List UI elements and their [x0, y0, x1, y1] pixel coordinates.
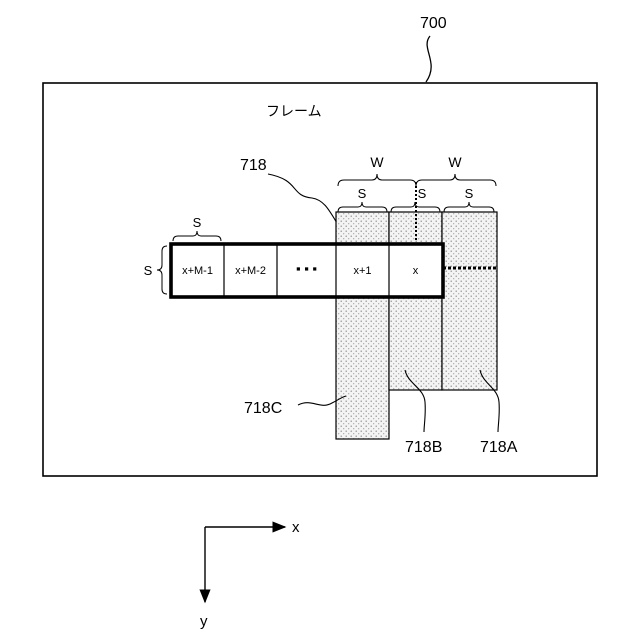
column-ref-label: 718B: [405, 439, 442, 456]
cell-label: x+1: [353, 265, 371, 277]
cell-label: x: [413, 265, 419, 277]
cell-label: x+M-2: [235, 265, 266, 277]
column-ref-label: 718A: [480, 439, 518, 456]
cell-ellipsis: ▪ ▪ ▪: [296, 261, 317, 276]
s-label: S: [144, 263, 153, 278]
cell-label: x+M-1: [182, 265, 213, 277]
s-label: S: [465, 186, 474, 201]
column-ref-label: 718C: [244, 400, 282, 417]
frame-label: フレーム: [266, 103, 322, 119]
figure-ref-leader: [426, 36, 431, 82]
band-ref-label: 718: [240, 157, 267, 174]
figure-ref-label: 700: [420, 15, 447, 32]
column-718a: [442, 212, 497, 390]
y-axis-label: y: [200, 613, 208, 630]
s-label: S: [193, 215, 202, 230]
x-axis-label: x: [292, 519, 300, 536]
s-label: S: [358, 186, 367, 201]
s-label: S: [418, 186, 427, 201]
w-label: W: [370, 154, 384, 170]
w-label: W: [448, 154, 462, 170]
